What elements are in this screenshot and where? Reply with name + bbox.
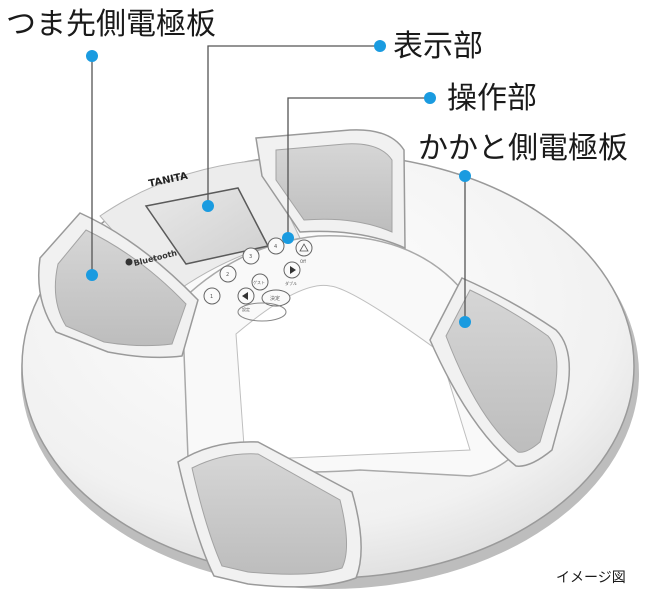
guest-button[interactable]: ゲスト — [251, 273, 269, 291]
button-2[interactable]: 2 — [219, 265, 237, 283]
svg-text:ゲスト: ゲスト — [253, 279, 265, 285]
heel-electrode-left — [177, 441, 362, 588]
svg-text:ダブル: ダブル — [285, 280, 297, 286]
toe-electrode-left — [37, 212, 199, 359]
svg-text:Off: Off — [300, 259, 306, 264]
label-toe-electrode: つま先側電極板 — [6, 7, 216, 42]
bluetooth-icon — [125, 258, 133, 266]
label-controls: 操作部 — [447, 81, 537, 116]
label-display: 表示部 — [393, 29, 483, 64]
left-arrow-icon — [242, 292, 248, 300]
svg-text:設定: 設定 — [242, 306, 250, 312]
button-1[interactable]: 1 — [203, 287, 221, 305]
label-heel-electrode: かかと側電極板 — [418, 131, 628, 166]
scale-body — [21, 153, 639, 589]
caption: イメージ図 — [556, 570, 626, 586]
callout-leaders — [91, 45, 466, 322]
left-arrow-button[interactable]: 設定 — [237, 287, 255, 312]
svg-text:4: 4 — [274, 244, 277, 250]
svg-text:2: 2 — [226, 272, 229, 278]
svg-text:3: 3 — [249, 254, 252, 260]
control-panel: 1 2 3 4 ゲスト Off ダブル — [203, 237, 313, 322]
right-arrow-icon — [290, 266, 296, 274]
power-button[interactable]: Off — [295, 239, 313, 264]
toe-electrode-right — [255, 129, 406, 250]
callout-dots — [86, 40, 471, 328]
right-arrow-button[interactable]: ダブル — [283, 261, 301, 286]
svg-text:1: 1 — [210, 294, 213, 300]
svg-text:決定: 決定 — [270, 295, 280, 302]
enter-button[interactable]: 決定 — [261, 289, 291, 307]
button-4[interactable]: 4 — [267, 237, 285, 255]
button-3[interactable]: 3 — [242, 247, 260, 265]
